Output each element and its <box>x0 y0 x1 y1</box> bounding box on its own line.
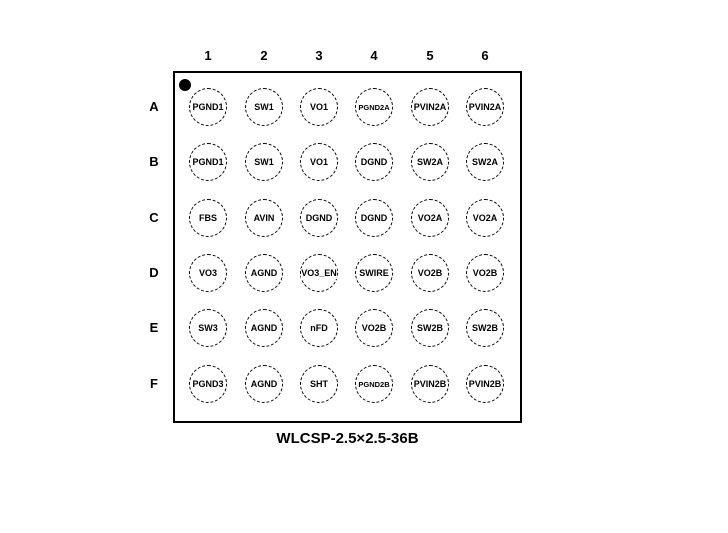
row-label: A <box>149 99 159 114</box>
pin-ball-D6: VO2B <box>466 254 504 292</box>
pin-label: PVIN2B <box>413 378 447 390</box>
pin-ball-E2: AGND <box>245 309 283 347</box>
pin-label: VO2B <box>417 267 443 279</box>
pin-label: AVIN <box>253 212 275 224</box>
pin-label: SW2A <box>416 156 443 168</box>
pin-ball-A4: PGND2A <box>355 88 393 126</box>
pin-ball-D4: SWIRE <box>355 254 393 292</box>
pin-ball-F2: AGND <box>245 365 283 403</box>
pin-ball-A6: PVIN2A <box>466 88 504 126</box>
pin-label: SHT <box>310 378 328 390</box>
pin-label: nFD <box>310 322 328 334</box>
pin-label: PGND2A <box>358 101 390 113</box>
pin-ball-C4: DGND <box>355 199 393 237</box>
pin-ball-F6: PVIN2B <box>466 365 504 403</box>
pin-ball-C1: FBS <box>189 199 227 237</box>
pin-label: DGND <box>360 156 388 168</box>
pin-ball-E5: SW2B <box>411 309 449 347</box>
pin-label: VO2A <box>417 212 443 224</box>
column-label: 4 <box>370 48 378 63</box>
pin-ball-C6: VO2A <box>466 199 504 237</box>
pin-ball-D2: AGND <box>245 254 283 292</box>
package-outline <box>173 71 522 423</box>
pin-ball-C3: DGND <box>300 199 338 237</box>
pin-ball-A1: PGND1 <box>189 88 227 126</box>
pin-label: SW2B <box>471 322 498 334</box>
pin1-marker <box>179 79 191 91</box>
pin-ball-F5: PVIN2B <box>411 365 449 403</box>
pin-ball-A3: VO1 <box>300 88 338 126</box>
pin-label: VO2A <box>472 212 498 224</box>
pin-label: VO2B <box>472 267 498 279</box>
row-label: C <box>149 210 159 225</box>
pin-ball-D3: VO3_EN <box>300 254 338 292</box>
pin-label: VO2B <box>361 322 387 334</box>
pin-ball-A5: PVIN2A <box>411 88 449 126</box>
pin-label: VO3 <box>198 267 217 279</box>
pin-label: PGND1 <box>192 156 224 168</box>
pin-ball-C5: VO2A <box>411 199 449 237</box>
pin-label: VO1 <box>309 156 328 168</box>
pin-ball-F3: SHT <box>300 365 338 403</box>
pin-label: DGND <box>305 212 333 224</box>
pin-label: SW2B <box>416 322 443 334</box>
column-label: 6 <box>481 48 489 63</box>
pin-label: AGND <box>250 322 278 334</box>
row-label: E <box>149 320 159 335</box>
pin-ball-F4: PGND2B <box>355 365 393 403</box>
pin-ball-E3: nFD <box>300 309 338 347</box>
pin-label: VO3_EN <box>301 267 337 279</box>
pin-label: PGND2B <box>358 378 390 390</box>
pin-ball-A2: SW1 <box>245 88 283 126</box>
pin-label: PVIN2A <box>468 101 502 113</box>
pin-ball-E6: SW2B <box>466 309 504 347</box>
column-label: 2 <box>260 48 268 63</box>
pin-label: SW2A <box>471 156 498 168</box>
pin-ball-B6: SW2A <box>466 143 504 181</box>
pin-ball-B1: PGND1 <box>189 143 227 181</box>
pin-ball-C2: AVIN <box>245 199 283 237</box>
pin-label: SW1 <box>254 156 274 168</box>
pin-ball-B5: SW2A <box>411 143 449 181</box>
pin-ball-B4: DGND <box>355 143 393 181</box>
pin-label: AGND <box>250 378 278 390</box>
pin-ball-E1: SW3 <box>189 309 227 347</box>
pin-label: PVIN2A <box>413 101 447 113</box>
row-label: D <box>149 265 159 280</box>
pin-ball-B2: SW1 <box>245 143 283 181</box>
row-label: B <box>149 154 159 169</box>
row-label: F <box>150 376 158 391</box>
column-label: 5 <box>426 48 434 63</box>
pin-label: AGND <box>250 267 278 279</box>
pin-label: PVIN2B <box>468 378 502 390</box>
column-label: 3 <box>315 48 323 63</box>
pin-label: SW1 <box>254 101 274 113</box>
pin-ball-D1: VO3 <box>189 254 227 292</box>
pin-ball-B3: VO1 <box>300 143 338 181</box>
pin-label: VO1 <box>309 101 328 113</box>
pin-ball-D5: VO2B <box>411 254 449 292</box>
pin-label: PGND1 <box>192 101 224 113</box>
package-title: WLCSP-2.5×2.5-36B <box>276 430 419 447</box>
pin-label: SW3 <box>198 322 218 334</box>
column-label: 1 <box>204 48 212 63</box>
pin-ball-F1: PGND3 <box>189 365 227 403</box>
pin-label: DGND <box>360 212 388 224</box>
pin-label: SWIRE <box>359 267 389 279</box>
pin-label: FBS <box>199 212 217 224</box>
pin-ball-E4: VO2B <box>355 309 393 347</box>
pin-label: PGND3 <box>192 378 224 390</box>
